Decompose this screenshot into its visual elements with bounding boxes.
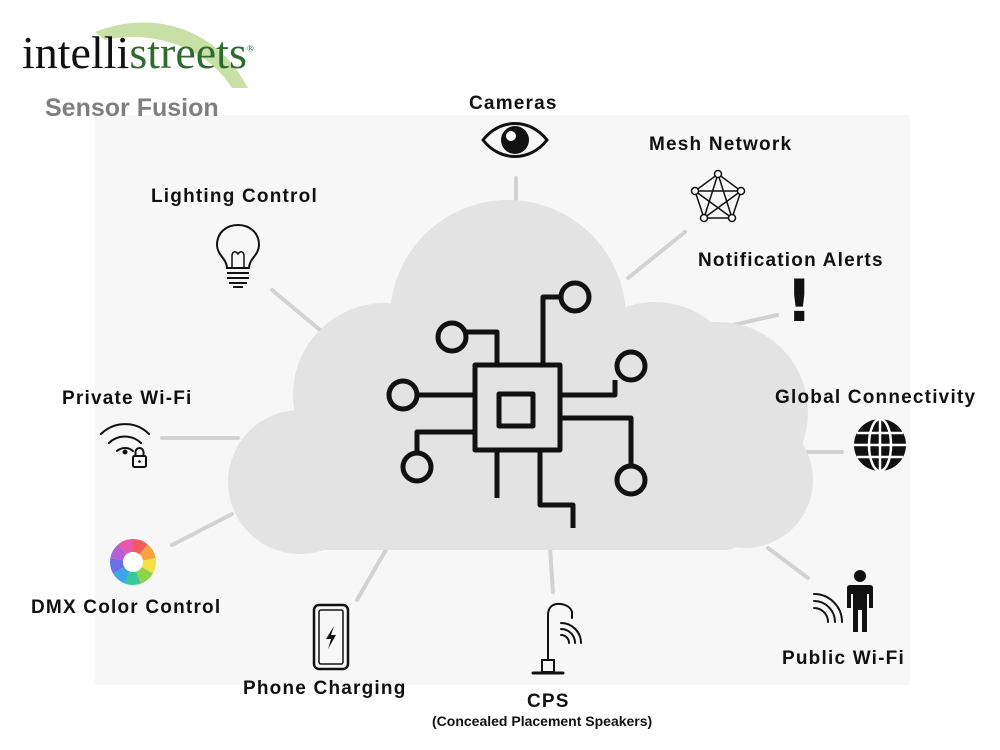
color-wheel-center <box>123 552 143 572</box>
connector-public-wifi <box>766 546 810 580</box>
phone-charging-icon <box>312 603 350 671</box>
logo-registered-mark: ® <box>246 43 254 54</box>
label-dmx-color-control: DMX Color Control <box>31 597 222 618</box>
color-wheel-segment <box>110 558 125 574</box>
connector-phone-charging <box>355 546 389 602</box>
intellistreets-logo: intellistreets® <box>22 30 254 76</box>
label-lighting-control: Lighting Control <box>151 186 318 207</box>
color-wheel-segment <box>125 571 141 585</box>
globe-icon <box>854 417 906 473</box>
color-wheel-segment <box>133 539 148 555</box>
logo-swoosh <box>95 22 248 88</box>
label-public-wifi: Public Wi-Fi <box>782 648 905 669</box>
label-cameras: Cameras <box>469 93 558 114</box>
color-wheel-segment <box>139 544 156 561</box>
label-mesh-network: Mesh Network <box>649 134 793 155</box>
speaker-post-icon <box>531 602 582 675</box>
connector-mesh-network <box>626 230 687 280</box>
logo-part-streets: streets <box>129 27 247 78</box>
label-cps-subtitle: (Concealed Placement Speakers) <box>432 713 653 729</box>
connector-dmx-color-control <box>170 512 234 547</box>
chip-circuit-icon <box>386 280 648 528</box>
color-wheel-segment <box>118 539 133 555</box>
eye-icon <box>481 122 549 158</box>
color-wheel-segment <box>141 558 156 574</box>
light-bulb-icon <box>215 223 261 288</box>
logo-part-intelli: intelli <box>22 27 130 78</box>
color-wheel-segment <box>136 567 153 584</box>
exclamation-icon: ! <box>786 267 813 335</box>
mesh-network-icon <box>690 169 746 223</box>
label-notification-alerts: Notification Alerts <box>698 250 884 271</box>
label-global-connectivity: Global Connectivity <box>775 387 977 408</box>
label-cps: CPS <box>527 691 570 712</box>
label-private-wifi: Private Wi-Fi <box>62 388 193 409</box>
color-wheel-icon <box>110 539 156 585</box>
sensor-fusion-title: Sensor Fusion <box>45 94 219 122</box>
color-wheel-segment <box>110 544 127 561</box>
person-signal-icon <box>813 570 873 632</box>
cloud-shape <box>228 200 813 554</box>
connector-cps <box>548 546 555 594</box>
wifi-lock-icon <box>100 423 150 468</box>
label-phone-charging: Phone Charging <box>243 678 407 699</box>
color-wheel-segment <box>113 567 130 584</box>
